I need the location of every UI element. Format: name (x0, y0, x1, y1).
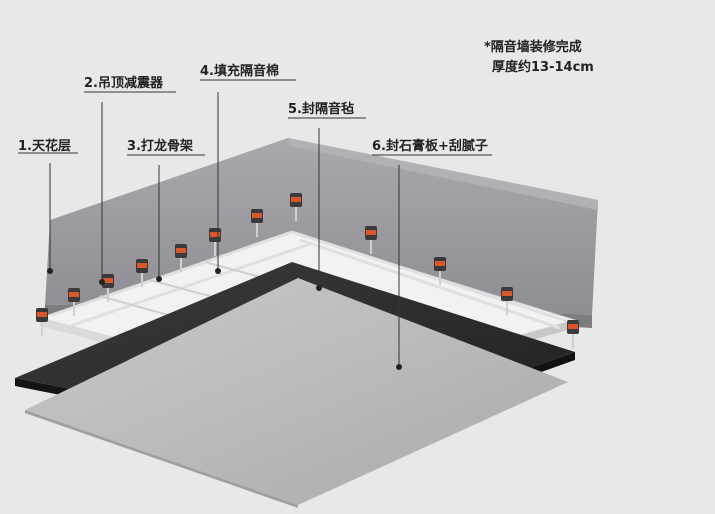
damper-rubber (103, 278, 113, 283)
leader-dots (47, 268, 402, 370)
leader-lines (18, 79, 492, 366)
damper-rubber (502, 291, 512, 296)
label-felt: 5.封隔音毡 (288, 102, 354, 117)
note-line-1: *隔音墙装修完成 (484, 40, 582, 55)
damper-rubber (176, 248, 186, 253)
damper-rubber (252, 213, 262, 218)
damper-rubber (69, 292, 79, 297)
damper-rubber (37, 312, 47, 317)
damper-rubber (210, 232, 220, 237)
note-line-2: 厚度约13-14cm (492, 60, 594, 75)
damper-rubber (366, 230, 376, 235)
damper-rubber (435, 261, 445, 266)
gypsum-board (25, 278, 568, 508)
label-insulation: 4.填充隔音棉 (200, 64, 279, 79)
label-damper: 2.吊顶减震器 (84, 76, 163, 91)
damper-rubber (291, 197, 301, 202)
label-ceiling-layer: 1.天花层 (18, 139, 71, 154)
damper-rubber (137, 263, 147, 268)
label-keel-frame: 3.打龙骨架 (127, 139, 193, 154)
damper-rubber (568, 324, 578, 329)
thickness-note: *隔音墙装修完成 厚度约13-14cm (484, 38, 594, 78)
damper-hangers (36, 193, 579, 348)
label-gypsum-board: 6.封石膏板+刮腻子 (372, 139, 488, 154)
